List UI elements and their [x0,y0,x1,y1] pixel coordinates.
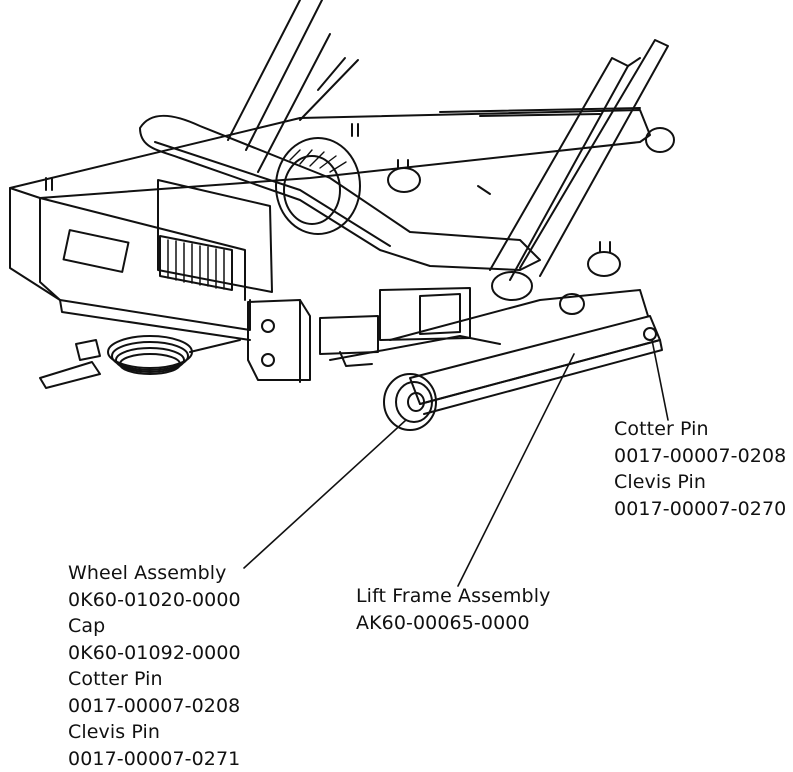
lift-frame [329,289,663,415]
lift-clevis-pin-part-no: 0017-00007-0270 [614,497,787,520]
lift-cotter-pin-name: Cotter Pin [614,418,709,440]
control-board [157,179,273,293]
wheel-assembly [383,373,437,431]
leader-pins [651,339,669,421]
wheel-clevis-pin-name: Clevis Pin [68,721,161,743]
wheel-assembly-name: Wheel Assembly [68,562,227,584]
leader-wheel [243,419,407,569]
cap-name: Cap [68,615,106,637]
callout-lift-pins: Cotter Pin 0017-00007-0208 Clevis Pin 00… [614,416,786,522]
lift-cotter-pin-part-no: 0017-00007-0208 [614,444,787,467]
callout-lift-frame: Lift Frame Assembly AK60-00065-0000 [356,583,550,636]
wheel-cotter-pin-name: Cotter Pin [68,668,163,690]
lift-frame-name: Lift Frame Assembly [356,585,551,607]
power-cord [39,335,241,389]
callout-wheel-assembly: Wheel Assembly 0K60-01020-0000 Cap 0K60-… [68,560,241,772]
front-end-cap [247,299,311,383]
drive-motor [319,287,471,367]
wheel-assembly-part-no: 0K60-01020-0000 [68,588,241,611]
leader-lift-frame [457,353,575,587]
leader-lines [243,339,669,587]
lift-clevis-pin-name: Clevis Pin [614,471,707,493]
lift-frame-part-no: AK60-00065-0000 [356,611,530,634]
base-frame [9,107,651,341]
motor-cover-handle [139,114,541,271]
upright-rail-left [227,0,359,173]
motor-flywheel [275,137,361,235]
wheel-clevis-pin-part-no: 0017-00007-0271 [68,747,241,770]
wheel-cotter-pin-part-no: 0017-00007-0208 [68,694,241,717]
cap-part-no: 0K60-01092-0000 [68,641,241,664]
upright-rail-right [489,39,669,281]
frame-rollers [45,123,675,315]
